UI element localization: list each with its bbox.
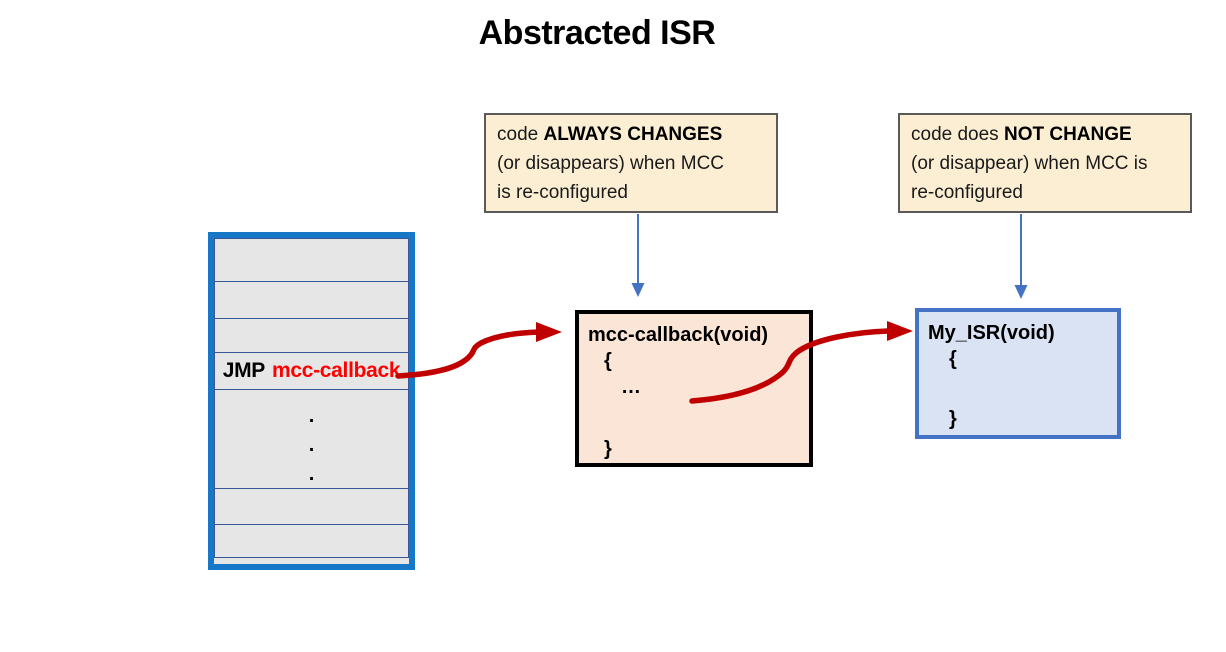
callout-line: is re-configured [497,182,628,203]
vector-table-row [214,488,409,525]
callout-text-bold: NOT CHANGE [1003,124,1132,145]
open-brace: { [604,350,612,372]
callout-line: re-configured [911,182,1023,203]
mcc-callback-signature: mcc-callback(void) [588,324,769,346]
jmp-target: mcc-callback [271,359,401,382]
vector-table-row [214,524,409,558]
my-isr-signature: My_ISR(void) [928,322,1055,344]
mcc-callback-box: mcc-callback(void) { … } [575,310,813,467]
red-arrow-jmp-to-callback [395,322,562,379]
blue-connector-left [631,214,645,297]
vector-table-row [214,238,409,282]
callout-text-normal: code does [911,124,1004,145]
callout-not-change: code does NOT CHANGE (or disappear) when… [898,113,1192,213]
ellipsis-dot: . [308,405,315,427]
open-brace: { [949,348,957,370]
vector-table: JMP mcc-callback . . . [208,232,415,570]
close-brace: } [604,438,612,460]
vector-table-row-jmp: JMP mcc-callback [214,352,409,390]
page-title: Abstracted ISR [478,14,716,52]
code-ellipsis: … [621,376,641,398]
callout-text-bold: ALWAYS CHANGES [543,124,723,145]
callout-line: (or disappears) when MCC [497,153,725,174]
callout-text-normal: code [497,124,544,145]
close-brace: } [949,408,957,430]
vector-table-row-ellipsis: . . . [214,389,409,489]
callout-line: code does NOT CHANGE [911,120,1190,149]
callout-line: (or disappear) when MCC is [911,153,1148,174]
ellipsis-dot: . [308,463,315,485]
vector-table-row [214,281,409,319]
callout-line: code ALWAYS CHANGES [497,120,776,149]
blue-connector-right [1014,214,1028,299]
jmp-instruction: JMP [222,359,266,382]
my-isr-box: My_ISR(void) { } [915,308,1121,439]
callout-always-changes: code ALWAYS CHANGES (or disappears) when… [484,113,778,213]
ellipsis-dot: . [308,434,315,456]
vector-table-row [214,318,409,353]
